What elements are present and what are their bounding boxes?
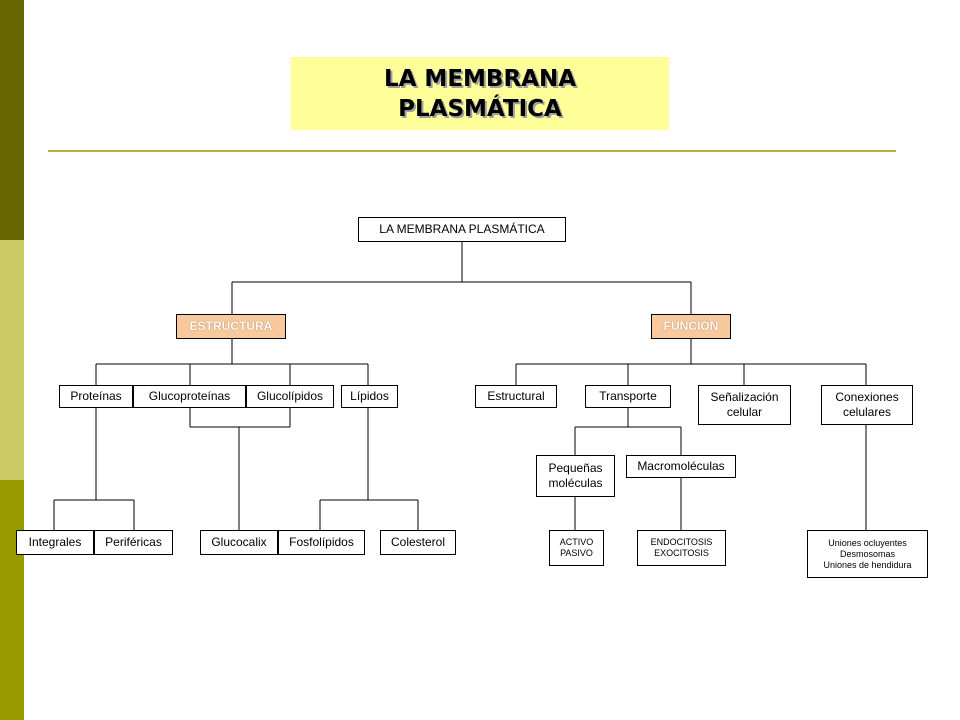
node-label: Fosfolípidos [289,535,354,549]
node-estructura: ESTRUCTURA [176,314,286,339]
node-label: FUNCIÓN [663,319,719,333]
node-pequenas-moleculas: Pequeñas moléculas [536,455,615,497]
node-lipidos: Lípidos [341,385,398,408]
node-label: Glucocalix [211,535,267,549]
node-fosfolipidos: Fosfolípidos [278,530,365,555]
node-label: ACTIVO PASIVO [559,537,594,558]
left-band-dark [0,0,24,240]
title-divider [48,150,896,152]
node-transporte: Transporte [585,385,671,408]
node-label: Pequeñas moléculas [548,461,603,490]
node-label: LA MEMBRANA PLASMÁTICA [379,222,545,236]
node-label: Proteínas [70,389,122,403]
node-glucoproteinas: Glucoproteínas [133,385,246,408]
node-integrales: Integrales [16,530,94,555]
node-uniones: Uniones ocluyentes Desmosomas Uniones de… [807,530,928,578]
node-la-membrana-plasmatica: LA MEMBRANA PLASMÁTICA [358,217,566,242]
left-band-mid [0,480,24,720]
left-band-light [0,240,24,480]
node-label: ESTRUCTURA [189,319,273,333]
node-conexiones-celulares: Conexiones celulares [821,385,913,425]
node-label: Glucoproteínas [148,389,231,403]
node-label: Lípidos [350,389,389,403]
node-colesterol: Colesterol [380,530,456,555]
node-activo-pasivo: ACTIVO PASIVO [549,530,604,566]
node-estructural: Estructural [475,385,557,408]
node-proteinas: Proteínas [59,385,133,408]
node-label: Periféricas [105,535,162,549]
node-label: Señalización celular [710,390,779,419]
node-perifericas: Periféricas [94,530,173,555]
node-label: Transporte [599,389,657,403]
node-label: Glucolípidos [256,389,324,403]
slide-title: LA MEMBRANA PLASMÁTICA [383,65,577,122]
node-funcion: FUNCIÓN [651,314,731,339]
node-macromoleculas: Macromoléculas [626,455,736,478]
node-label: Estructural [487,389,545,403]
node-endocitosis-exocitosis: ENDOCITOSIS EXOCITOSIS [637,530,726,566]
slide-title-box: LA MEMBRANA PLASMÁTICA [291,57,669,130]
node-label: Uniones ocluyentes Desmosomas Uniones de… [823,537,912,570]
node-label: Macromoléculas [637,459,725,473]
node-glucolipidos: Glucolípidos [246,385,334,408]
node-label: Integrales [28,535,82,549]
node-label: Conexiones celulares [835,390,899,419]
node-label: ENDOCITOSIS EXOCITOSIS [650,537,713,558]
node-label: Colesterol [390,535,446,549]
node-senalizacion-celular: Señalización celular [698,385,791,425]
node-glucocalix: Glucocalix [200,530,278,555]
